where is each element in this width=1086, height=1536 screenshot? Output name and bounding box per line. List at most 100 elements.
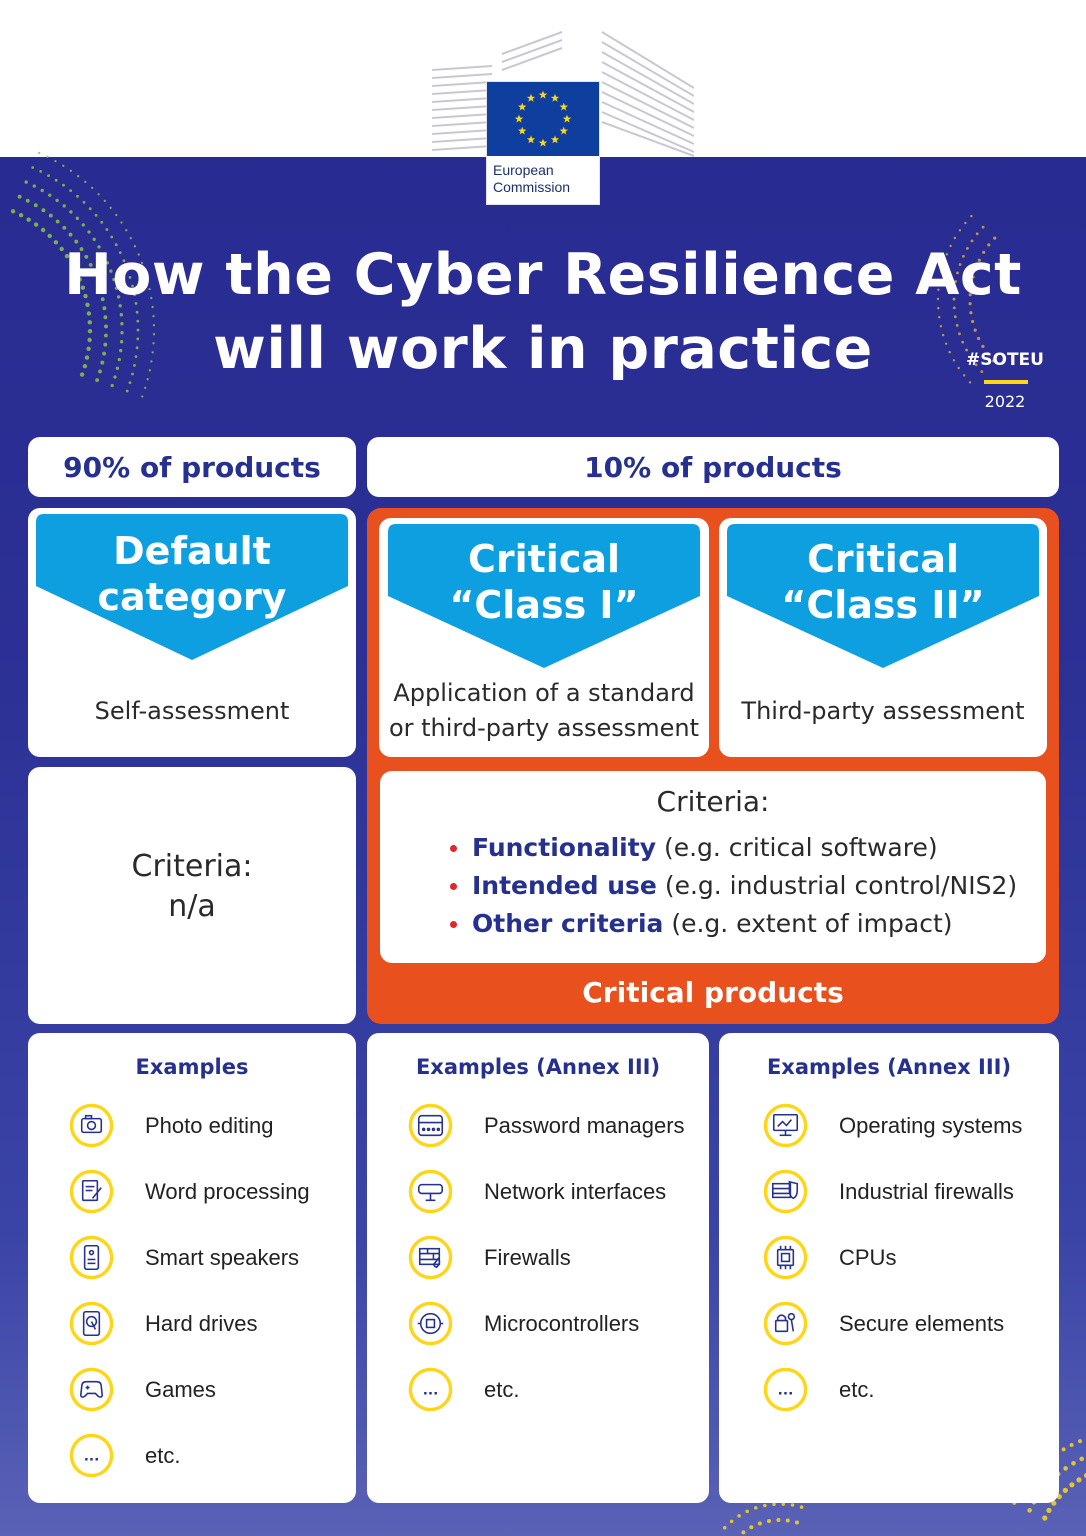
share-default: 90% of products [28,437,356,497]
more-icon: ... [763,1367,808,1412]
examples-title: Examples (Annex III) [766,1055,1012,1079]
bullet-icon [450,921,457,928]
example-label: Secure elements [839,1311,1005,1336]
category-title-line1: Default [113,529,271,573]
assessment-text: Self-assessment [94,697,290,725]
class1-title: Critical “Class I” [379,536,709,628]
star-icon [538,138,548,147]
class1-title-line2: “Class I” [449,583,639,627]
cpu-icon [763,1235,808,1280]
criteria-detail: (e.g. industrial control/NIS2) [656,871,1018,900]
criteria-term: Other criteria [472,909,664,938]
example-label: etc. [484,1377,520,1402]
example-label: Network interfaces [484,1179,667,1204]
star-icon [518,102,527,111]
default-category-card: Default category Self-assessment [28,508,356,757]
example-label: etc. [839,1377,875,1402]
speaker-icon [69,1235,114,1280]
monitor-icon [763,1103,808,1148]
criteria-term: Functionality [472,833,656,862]
star-icon [526,93,536,102]
svg-text:...: ... [778,1382,794,1398]
example-label: etc. [145,1443,181,1468]
firewall-icon [408,1235,453,1280]
title-line2: will work in practice [213,316,873,382]
svg-text:...: ... [423,1382,439,1398]
network-icon [408,1169,453,1214]
criteria-detail: (e.g. extent of impact) [663,909,953,938]
category-chevron [36,514,348,660]
star-icon [518,126,527,135]
class2-title: Critical “Class II” [719,536,1047,628]
camera-icon [69,1103,114,1148]
org-name-line2: Commission [493,179,571,195]
european-commission-logo: European Commission [487,82,599,204]
criteria-item: Functionality (e.g. critical software) [448,829,1017,867]
org-name: European Commission [493,162,570,196]
login-icon [408,1103,453,1148]
class1-chevron [388,524,700,668]
critical-products-block: Critical “Class I” Application of a stan… [367,508,1059,1024]
bullet-icon [450,845,457,852]
category-title-line2: category [97,575,287,619]
star-icon [514,114,524,123]
criteria-term: Intended use [472,871,657,900]
hard-drive-icon [69,1301,114,1346]
class1-title-line1: Critical [467,537,621,581]
examples-title: Examples (Annex III) [415,1055,661,1079]
example-label: Microcontrollers [484,1311,640,1336]
class2-title-line1: Critical [806,537,960,581]
criteria-detail: (e.g. critical software) [656,833,938,862]
example-label: CPUs [839,1245,897,1270]
bullet-icon [450,883,457,890]
default-criteria: Criteria: n/a [28,847,356,927]
class1-assessment-line1: Application of a standard [393,679,695,707]
class1-card: Critical “Class I” Application of a stan… [379,518,709,757]
example-label: Word processing [145,1179,310,1204]
assessment-label: Self-assessment [28,694,356,729]
star-icon [526,135,536,144]
secure-element-icon [763,1301,808,1346]
category-title: Default category [28,528,356,620]
example-label: Industrial firewalls [839,1179,1014,1204]
critical-criteria-title: Criteria: [656,785,770,818]
example-label: Operating systems [839,1113,1023,1138]
hashtag-underline [984,380,1028,384]
star-icon [538,90,548,99]
criteria-item: Intended use (e.g. industrial control/NI… [448,867,1017,905]
example-label: Games [145,1377,216,1402]
criteria-item: Other criteria (e.g. extent of impact) [448,905,1017,943]
title-line1: How the Cyber Resilience Act [64,242,1022,308]
shield-wall-icon [763,1169,808,1214]
class1-assessment-line2: or third-party assessment [388,714,700,742]
criteria-value: n/a [168,889,216,924]
building-graphic [432,31,694,157]
example-label: Smart speakers [145,1245,300,1270]
example-label: Firewalls [484,1245,571,1270]
document-pen-icon [69,1169,114,1214]
star-icon [559,126,568,135]
class2-assessment: Third-party assessment [719,694,1047,729]
example-label: Photo editing [145,1113,274,1138]
star-icon [550,135,560,144]
example-label: Password managers [484,1113,685,1138]
class2-assessment-text: Third-party assessment [741,697,1025,725]
svg-text:...: ... [84,1448,100,1464]
org-name-line1: European [493,162,554,178]
critical-criteria-card: Criteria: Functionality (e.g. critical s… [380,771,1046,963]
examples-title: Examples [135,1055,249,1079]
gamepad-icon [69,1367,114,1412]
class2-title-line2: “Class II” [781,583,985,627]
criteria-label: Criteria: [131,849,253,884]
star-icon [562,114,572,123]
microcontroller-icon [408,1301,453,1346]
critical-products-label: Critical products [582,976,844,1009]
star-icon [559,102,568,111]
share-critical: 10% of products [367,437,1059,497]
eu-flag-icon [487,82,599,156]
